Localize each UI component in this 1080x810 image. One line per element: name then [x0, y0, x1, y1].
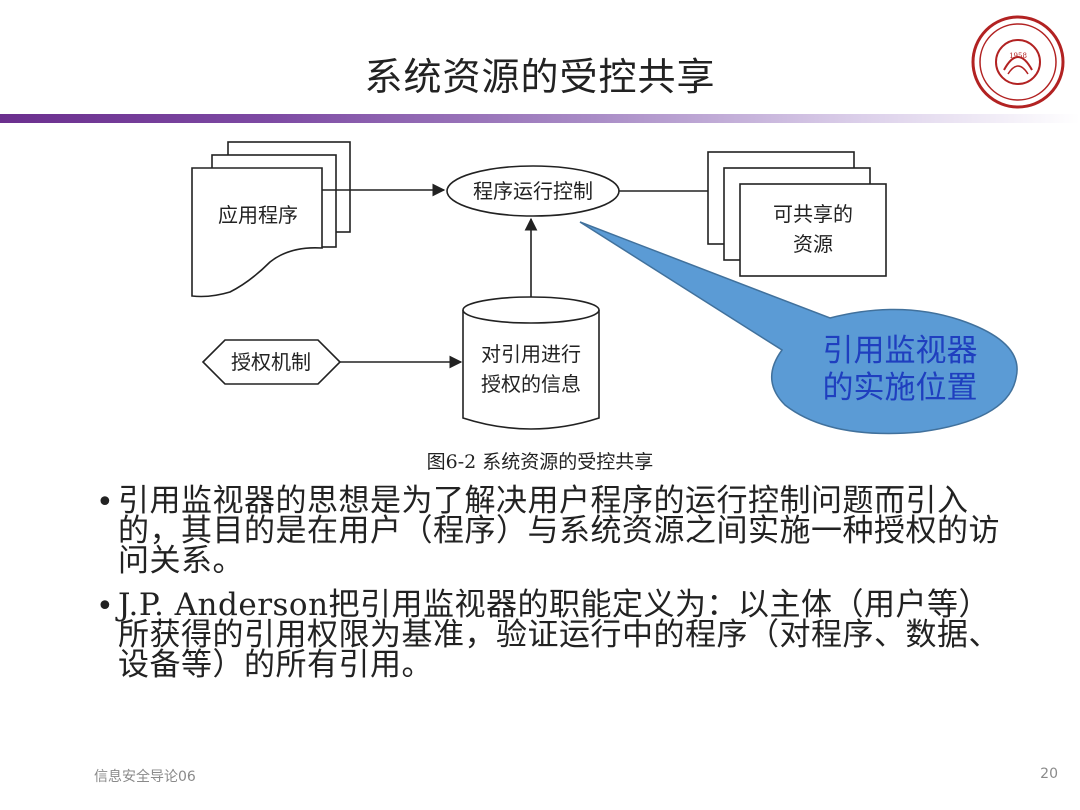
- reference-monitor-callout: 引用监视器 的实施位置: [579, 221, 1018, 435]
- bullet-list: • 引用监视器的思想是为了解决用户程序的运行控制问题而引入的，其目的是在用户（程…: [96, 486, 1016, 694]
- bullet-dot: •: [96, 589, 114, 624]
- run-control-node: 程序运行控制: [446, 165, 620, 217]
- shared-resource-label-2: 资源: [793, 232, 833, 256]
- logo-year: 1958: [1009, 52, 1027, 60]
- bullet-item-1: • 引用监视器的思想是为了解决用户程序的运行控制问题而引入的，其目的是在用户（程…: [96, 483, 1016, 579]
- shared-resource-label-1: 可共享的: [773, 202, 853, 226]
- slide-title: 系统资源的受控共享: [364, 55, 716, 99]
- app-program-node: 应用程序: [191, 141, 351, 298]
- bullet-item-2: • J.P. Anderson把引用监视器的职能定义为：以主体（用户等）所获得的…: [96, 587, 1016, 683]
- app-program-label: 应用程序: [218, 203, 298, 227]
- controlled-sharing-diagram: 应用程序 引用监视器 的实施位置 程序运行控制 可共享的 资源 对引用进行 授权…: [191, 141, 1018, 435]
- page-number: 20: [1040, 766, 1058, 782]
- callout-line-1: 引用监视器: [823, 333, 978, 369]
- title-divider-bar: [0, 114, 1080, 123]
- bullet-text: J.P. Anderson把引用监视器的职能定义为：以主体（用户等）所获得的引用…: [118, 587, 1000, 683]
- callout-line-2: 的实施位置: [823, 370, 978, 406]
- run-control-label: 程序运行控制: [473, 179, 593, 203]
- auth-info-node: 对引用进行 授权的信息: [462, 296, 600, 430]
- auth-info-label-1: 对引用进行: [481, 342, 581, 366]
- footer-course-name: 信息安全导论06: [94, 769, 196, 785]
- bullet-dot: •: [96, 485, 114, 520]
- university-logo: 1958: [971, 15, 1065, 109]
- bullet-text: 引用监视器的思想是为了解决用户程序的运行控制问题而引入的，其目的是在用户（程序）…: [118, 483, 1000, 579]
- auth-mechanism-label: 授权机制: [231, 350, 311, 374]
- shared-resources-node: 可共享的 资源: [707, 151, 887, 277]
- auth-info-label-2: 授权的信息: [481, 372, 581, 396]
- figure-caption: 图6-2 系统资源的受控共享: [426, 451, 654, 473]
- auth-mechanism-node: 授权机制: [201, 339, 342, 385]
